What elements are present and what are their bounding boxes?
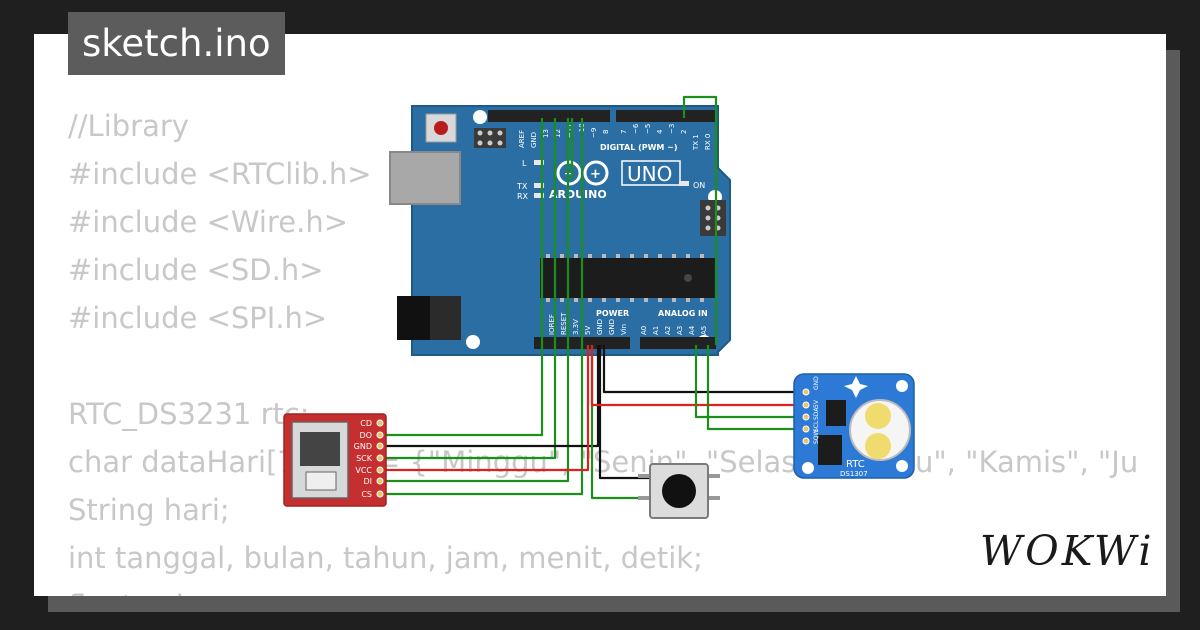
code-line: float suhu; (68, 582, 1138, 596)
wire-rtc-scl (706, 345, 806, 431)
code-line: #include <SD.h> (68, 253, 324, 287)
sketch-title[interactable]: sketch.ino (68, 12, 285, 75)
led-label-tx: TX (516, 182, 528, 191)
rtc-label: RTC (846, 459, 865, 470)
wire-sd-gnd (380, 345, 600, 448)
pin-label: RX 0 (704, 134, 712, 150)
wire-do (380, 118, 544, 437)
wire-rtc-gnd (602, 345, 806, 394)
usb-connector (389, 151, 461, 205)
svg-text:+: + (590, 167, 601, 182)
pin-label: A3 (676, 326, 684, 335)
wire-top-loop (682, 95, 718, 345)
sd-pin-label: DI (363, 477, 372, 486)
code-line: int tanggal, bulan, tahun, jam, menit, d… (68, 541, 703, 575)
pin-label: A4 (688, 325, 696, 335)
rtc-pin-label: SQW (813, 429, 820, 444)
pin-label: ~5 (644, 124, 652, 134)
wire-di (380, 118, 570, 483)
sd-pin-label: SCK (356, 454, 373, 463)
analog-label: ANALOG IN (658, 309, 708, 318)
code-line: #include <RTClib.h> (68, 157, 372, 191)
wire-sd-vcc (380, 345, 590, 472)
bottom-pin-labels: IOREF RESET 3.3V 5V GND GND Vin A0 A1 A2… (548, 312, 708, 335)
digital-header-left[interactable] (488, 110, 610, 122)
pin-label: 2 (680, 130, 688, 134)
code-line: String hari; (68, 493, 230, 527)
rtc-pin-label: 5V (813, 399, 820, 408)
pin-label: TX 1 (692, 134, 700, 151)
pin-label: A5 (700, 326, 708, 335)
logo-text: ARDUINO (549, 188, 607, 201)
wire-cs (380, 118, 584, 496)
pin-label: 5V (584, 326, 592, 335)
power-label: POWER (596, 309, 629, 318)
rtc-module[interactable]: GND 5V SDA SCL SQW RTC DS1307 (793, 373, 915, 479)
wire-rtc-5v (590, 345, 806, 407)
rtc-chip (826, 400, 846, 426)
code-line: //Library (68, 109, 189, 143)
sd-pin-label: DO (360, 431, 372, 440)
sd-pin-label: CS (361, 490, 372, 499)
on-label: ON (693, 181, 705, 190)
pin-label: GND (608, 319, 616, 335)
pin-label: 12 (554, 129, 562, 138)
pin-label: Vin (620, 324, 628, 335)
analog-header[interactable] (640, 337, 716, 349)
pin-label: ~6 (632, 123, 640, 134)
wokwi-logo: WOKWi (980, 527, 1155, 575)
wire-sck (380, 118, 557, 460)
pin-label: A2 (664, 326, 672, 335)
wires (380, 95, 806, 500)
pin-label: 3.3V (572, 319, 580, 335)
sd-pin-label: VCC (355, 466, 372, 475)
rtc-chip-label: DS1307 (840, 470, 868, 478)
pin-label: 13 (542, 129, 550, 138)
arduino-uno-board[interactable]: AREF GND 13 12 ~11 ~10 ~9 8 7 ~6 ~5 4 ~3… (389, 105, 731, 356)
pin-label: GND (596, 319, 604, 335)
wire-rtc-sda (694, 345, 806, 419)
sd-pin-label: CD (360, 419, 372, 428)
pin-label: IOREF (548, 314, 556, 335)
pin-label: 4 (656, 129, 664, 134)
digital-header-right[interactable] (616, 110, 716, 122)
pin-label: 7 (620, 130, 628, 134)
rtc-pin-label: GND (813, 376, 820, 390)
led-label-l: L (522, 159, 527, 168)
pin-label: ~11 (566, 123, 574, 138)
code-line: #include <SPI.h> (68, 301, 328, 335)
rtc-pin-label: SDA (813, 407, 820, 420)
wire-button-black (598, 345, 650, 480)
pin-label: A1 (652, 326, 660, 335)
rtc-pin-label: SCL (813, 420, 820, 432)
push-button[interactable] (638, 463, 720, 519)
coin-cell-icon (849, 399, 911, 461)
model-label: UNO (627, 162, 672, 186)
pin-label: 8 (602, 130, 610, 134)
code-line: #include <Wire.h> (68, 205, 349, 239)
sd-pin-label: GND (354, 442, 372, 451)
digital-label: DIGITAL (PWM ~) (600, 143, 678, 152)
pin-label: A0 (640, 326, 648, 335)
pin-label: ~3 (668, 124, 676, 134)
pin-label: RESET (560, 312, 568, 335)
sd-card-module[interactable]: CD DO GND SCK VCC DI CS (283, 413, 387, 507)
pin-label: ~9 (590, 128, 598, 138)
pin-label: AREF (518, 130, 526, 148)
pin-label: GND (530, 132, 538, 148)
led-label-rx: RX (517, 192, 529, 201)
